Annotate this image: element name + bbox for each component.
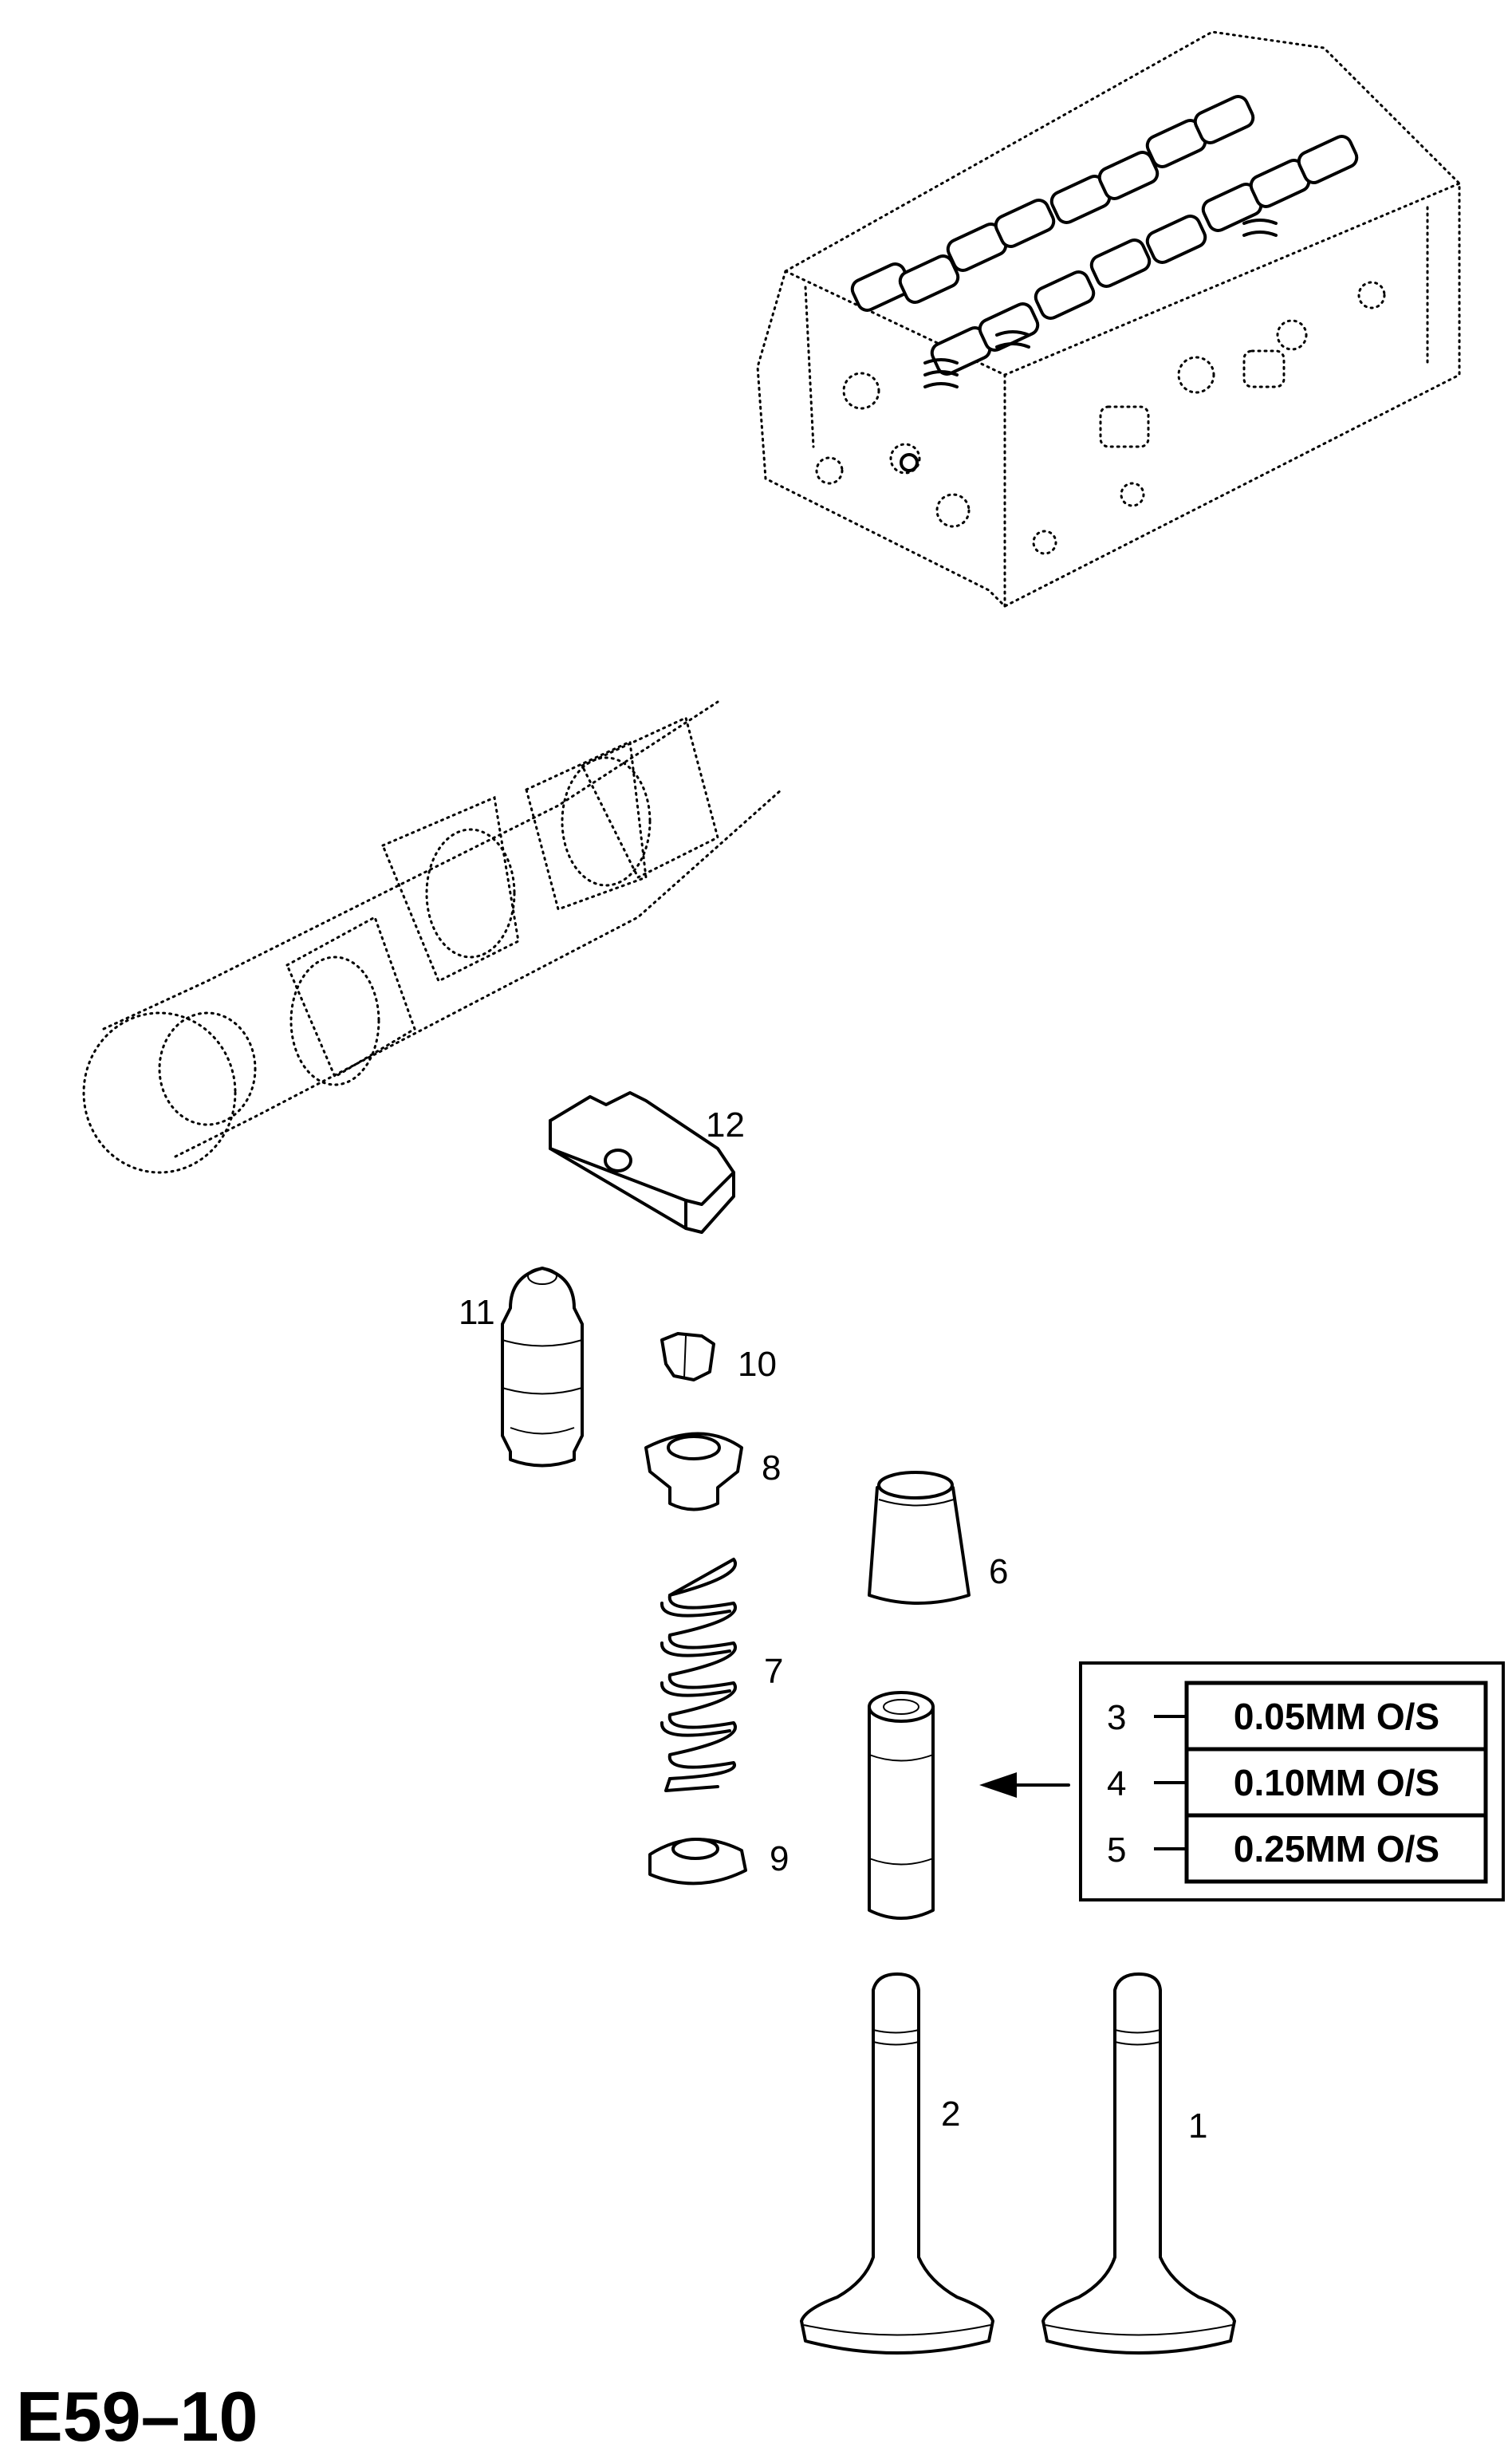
oversize-row-label: 0.05MM O/S [1234, 1696, 1439, 1737]
cylinder-head-illustration [756, 30, 1461, 608]
part-9-spring-seat: 9 [648, 1838, 789, 1886]
oversize-table: 3 0.05MM O/S 4 0.10MM O/S 5 0.25MM O/S [1079, 1661, 1505, 1901]
rocker-arm-row-upper [850, 95, 1255, 312]
rocker-arm-row-lower [930, 135, 1359, 376]
oversize-row-number: 3 [1107, 1698, 1126, 1737]
oversize-row-2: 5 0.25MM O/S [1107, 1828, 1439, 1870]
part-7-valve-spring: 7 [660, 1558, 783, 1792]
part-10-valve-collets: 10 [660, 1332, 777, 1384]
part-2-valve: 2 [800, 1972, 994, 2355]
part-8-spring-retainer: 8 [644, 1432, 781, 1511]
figure-code: E59–10 [16, 2377, 258, 2456]
valve-springs-in-head [923, 219, 1278, 388]
oversize-row-0: 3 0.05MM O/S [1107, 1696, 1439, 1737]
oversize-row-number: 4 [1107, 1764, 1126, 1803]
callout-9: 9 [770, 1839, 789, 1878]
callout-10: 10 [738, 1345, 777, 1384]
oversize-row-1: 4 0.10MM O/S [1107, 1762, 1439, 1803]
callout-6: 6 [989, 1552, 1008, 1591]
callout-1: 1 [1188, 2106, 1207, 2146]
part-1-valve: 1 [1041, 1972, 1236, 2355]
oversize-row-label: 0.25MM O/S [1234, 1828, 1439, 1870]
oversize-row-number: 5 [1107, 1831, 1126, 1870]
camshaft-illustration [82, 700, 783, 1174]
oversize-row-label: 0.10MM O/S [1234, 1762, 1439, 1803]
callout-8: 8 [762, 1448, 781, 1488]
part-6-valve-stem-seal: 6 [868, 1471, 1008, 1605]
callout-2: 2 [941, 2095, 960, 2134]
callout-7: 7 [764, 1652, 783, 1691]
part-3-4-5-valve-guide [868, 1691, 935, 1920]
part-11-hydraulic-lash-adjuster: 11 [459, 1267, 584, 1468]
callout-12: 12 [706, 1105, 745, 1145]
callout-11: 11 [459, 1293, 495, 1332]
arrow-table-to-guide [979, 1772, 1070, 1798]
part-12-roller-finger-follower: 12 [549, 1091, 745, 1234]
